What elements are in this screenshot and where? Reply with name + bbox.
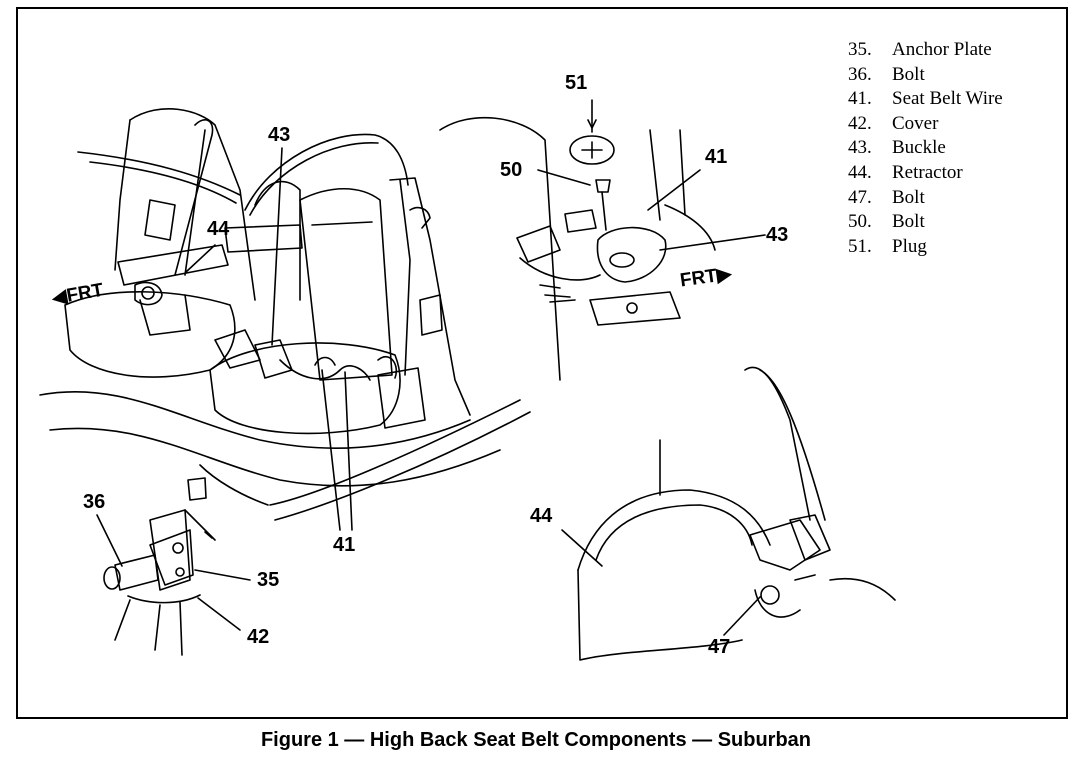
main-view-leaders [185,147,353,531]
callout-43-inset: 43 [766,224,789,246]
parts-legend: 35. Anchor Plate 36. Bolt 41. Seat Belt … [848,38,1003,259]
figure-caption: Figure 1 — High Back Seat Belt Component… [260,729,812,751]
callout-50-inset: 50 [500,159,523,181]
legend-label: Cover [892,112,939,134]
legend-number: 43. [848,137,872,159]
legend-number: 41. [848,88,872,110]
legend-row: 41. Seat Belt Wire [848,87,1003,112]
callout-44-main: 44 [207,218,230,240]
frt-label: FRT [678,265,719,292]
legend-number: 50. [848,211,872,233]
callout-51-inset: 51 [565,72,588,94]
callout-35-inset: 35 [257,569,280,591]
legend-row: 50. Bolt [848,210,1003,235]
callout-36-inset: 36 [83,491,106,513]
legend-row: 43. Buckle [848,136,1003,161]
legend-label: Bolt [892,63,925,85]
callout-47-retractor: 47 [708,636,731,658]
legend-label: Bolt [892,186,925,208]
legend-row: 42. Cover [848,112,1003,137]
legend-label: Anchor Plate [892,39,992,60]
legend-row: 44. Retractor [848,161,1003,186]
anchor-plate-inset [96,509,251,656]
legend-number: 42. [848,112,872,134]
retractor-inset [561,366,896,661]
legend-row: 36. Bolt [848,63,1003,88]
legend-label: Bolt [892,211,925,233]
vehicle-interior-drawing [39,108,561,521]
callout-42-inset: 42 [247,626,270,648]
legend-number: 35. [848,39,872,60]
legend-label: Retractor [892,161,963,183]
figure-frame [16,7,1068,719]
legend-row: 47. Bolt [848,186,1003,211]
callout-41-inset: 41 [705,146,728,168]
legend-row: 51. Plug [848,235,1003,260]
legend-label: Seat Belt Wire [892,88,1003,110]
legend-number: 47. [848,186,872,208]
legend-number: 36. [848,63,872,85]
callout-43-main: 43 [268,124,291,146]
buckle-mount-inset [516,99,766,326]
legend-number: 44. [848,161,872,183]
right-arrow-icon: ▶ [715,263,733,287]
callout-44-retractor: 44 [530,505,553,527]
legend-label: Buckle [892,137,946,159]
legend-row: 35. Anchor Plate [848,38,1003,63]
legend-label: Plug [892,235,927,257]
legend-number: 51. [848,235,872,257]
callout-41-main: 41 [333,534,356,556]
